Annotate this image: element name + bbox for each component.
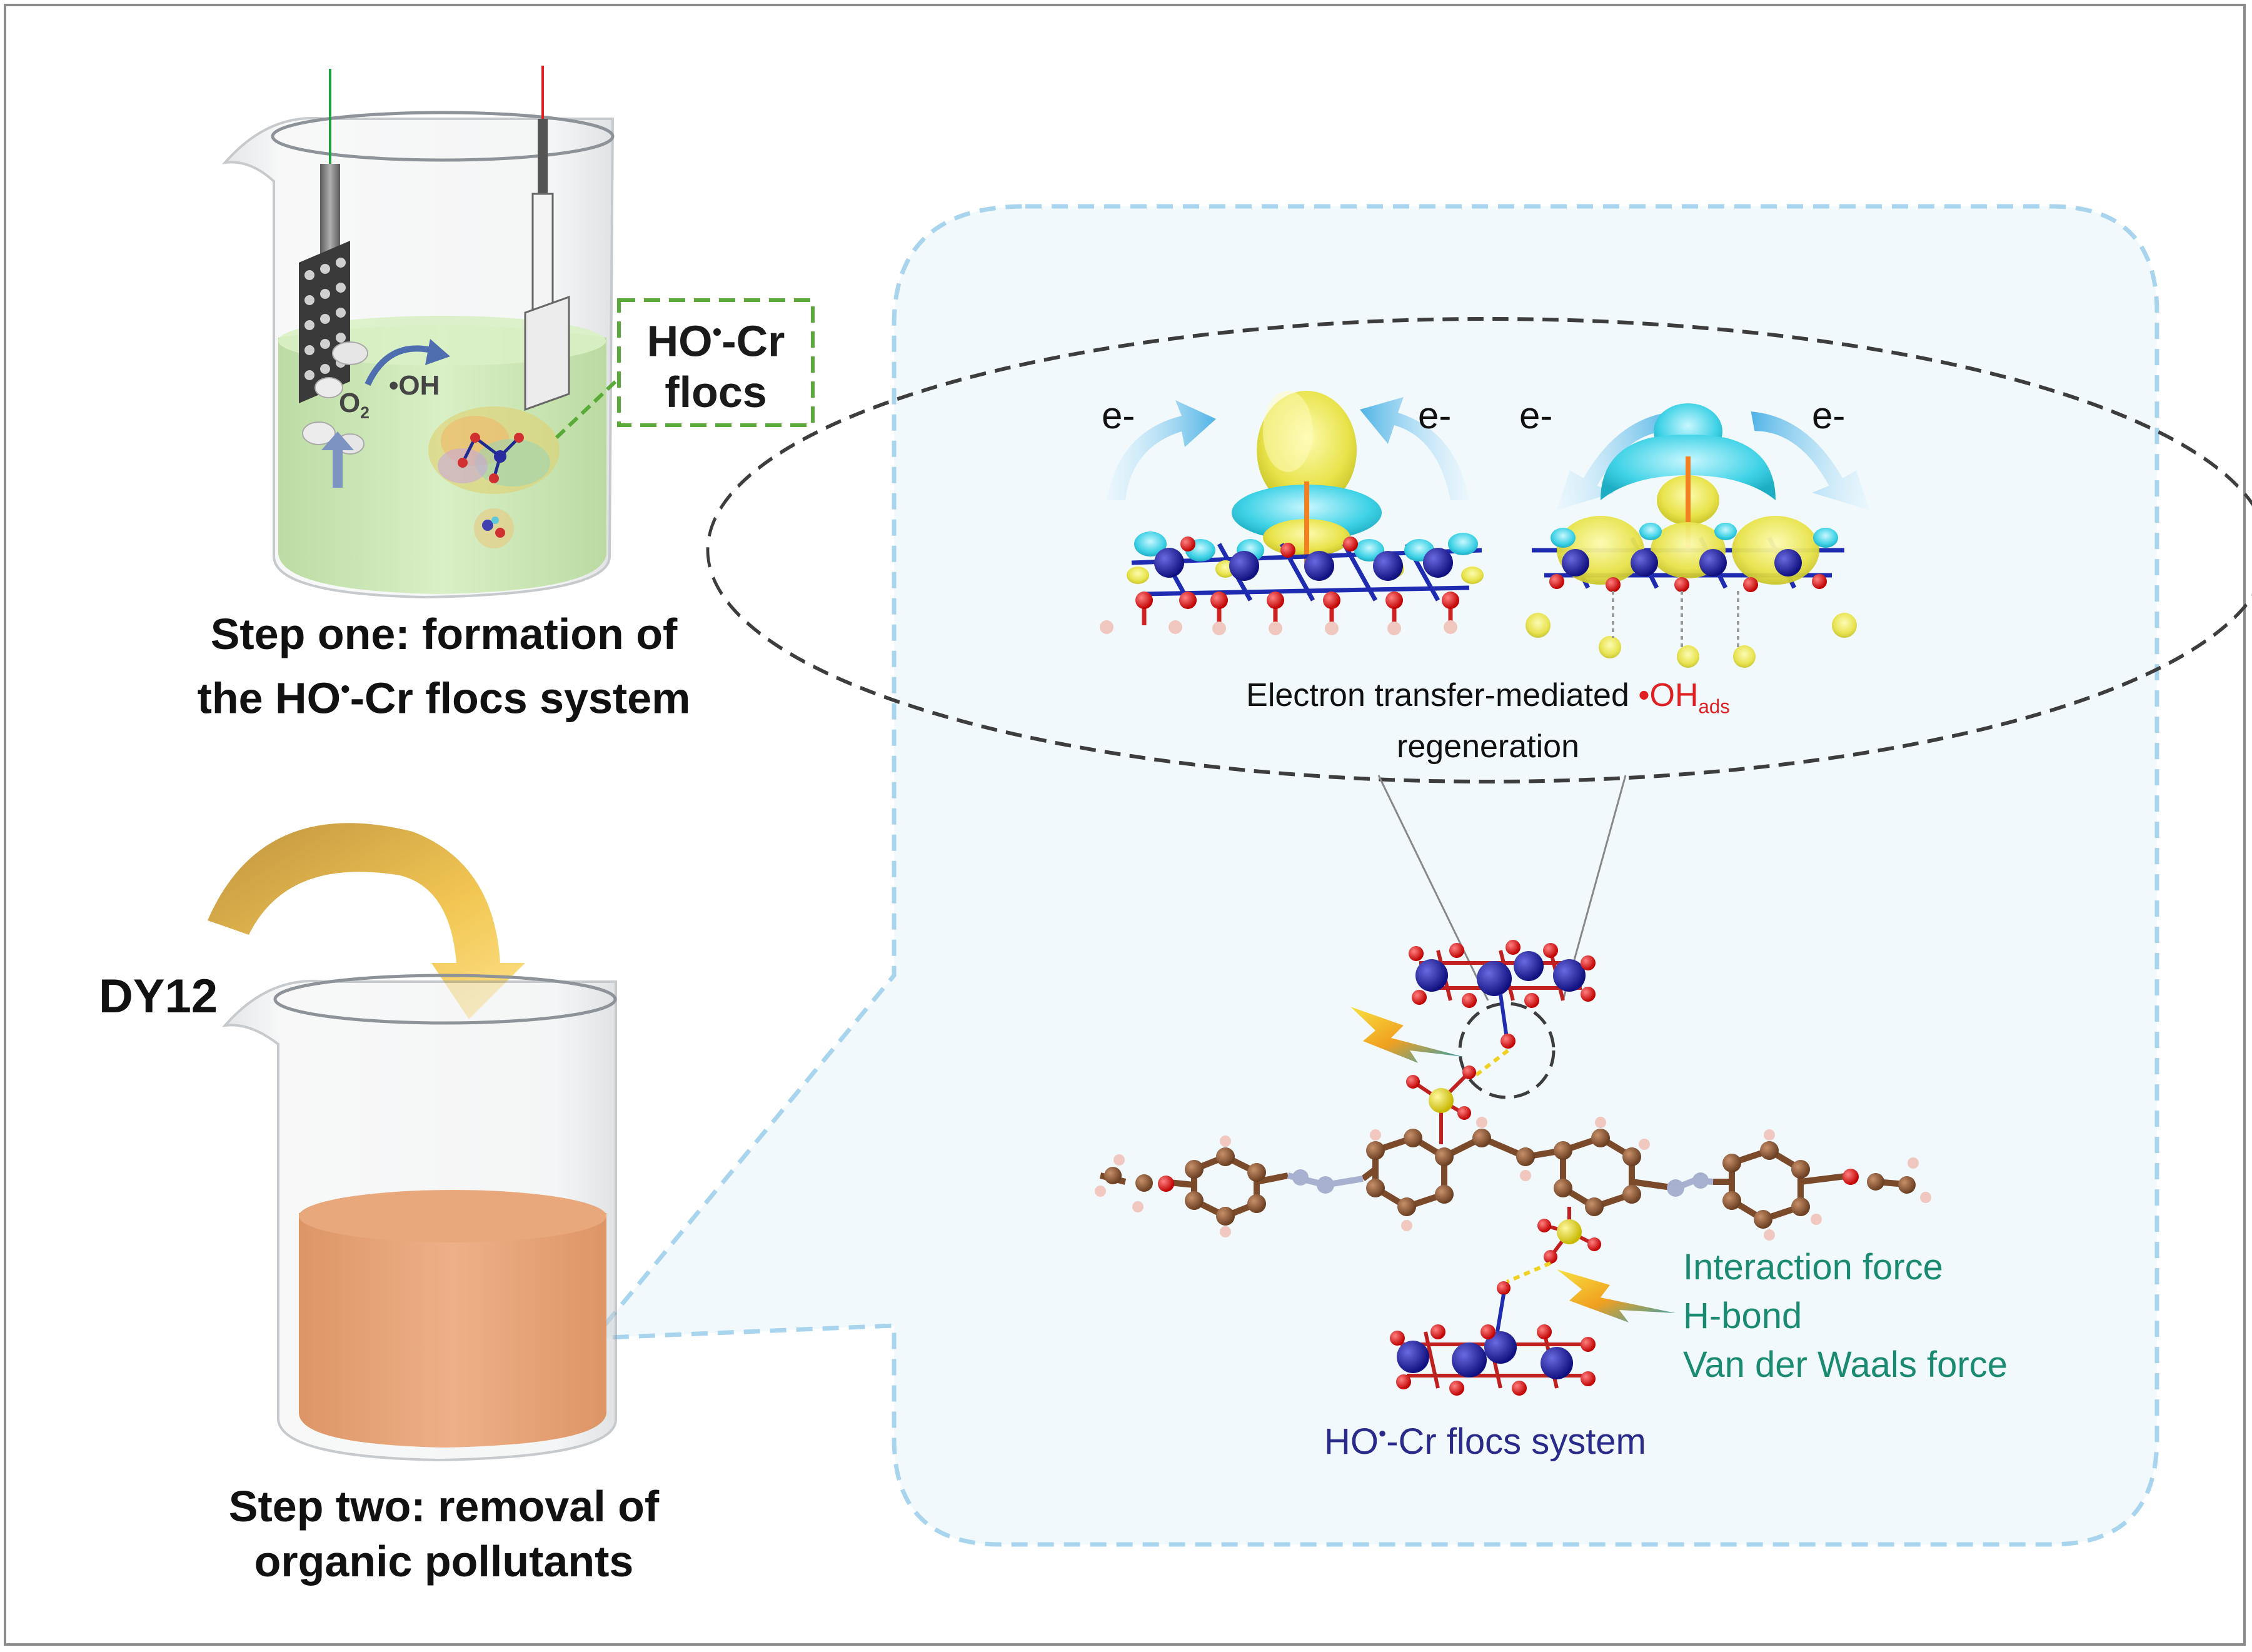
step-one-line1: Step one: formation of (210, 610, 678, 658)
beaker-two (222, 974, 617, 1462)
dy12-molecule (1095, 940, 1931, 1396)
o2-label: O2 (339, 388, 369, 422)
beaker-one (222, 66, 815, 599)
cr-cluster-bottom (1390, 1324, 1596, 1396)
bolt-top (1350, 1007, 1463, 1063)
plate-electrode (524, 295, 570, 411)
small-floc (474, 508, 514, 548)
zoom-ellipse (706, 317, 2252, 783)
ellipse-caption-line2: regeneration (1397, 728, 1579, 765)
interaction-list: Interaction force H-bond Van der Waals f… (1683, 1243, 2008, 1389)
ellipse-caption: Electron transfer-mediated •OHads regene… (1188, 675, 1788, 767)
electron-label-2: e- (1418, 395, 1452, 436)
electron-label-4: e- (1812, 395, 1846, 436)
step-one-line2: the HO•-Cr flocs system (197, 673, 691, 723)
dft-structure-right (1526, 403, 1857, 668)
flocs-blob (428, 406, 560, 494)
interaction-item-hbond: H-bond (1683, 1296, 1802, 1336)
flocs-box-label: HO•-Cr flocs (619, 306, 813, 418)
figure-frame (4, 4, 2246, 1646)
step-two-line1: Step two: removal of (228, 1482, 660, 1531)
flocs-box-line2: flocs (665, 368, 767, 417)
cr-cluster-top (1409, 940, 1596, 1049)
step-two-caption: Step two: removal of organic pollutants (125, 1479, 763, 1589)
ellipse-caption-line1: Electron transfer-mediated •OHads (1246, 677, 1730, 718)
system-label: HO•-Cr flocs system (1324, 1421, 1646, 1462)
interaction-item-vdw: Van der Waals force (1683, 1344, 2008, 1385)
zoom-circle (1458, 1002, 1556, 1099)
electron-label-1: e- (1102, 395, 1135, 436)
step-two-line2: organic pollutants (254, 1537, 634, 1586)
flocs-box-frame (617, 298, 815, 427)
interaction-item-force: Interaction force (1683, 1247, 1943, 1287)
bolt-bottom (1557, 1269, 1676, 1322)
dy12-label: DY12 (99, 970, 218, 1023)
flocs-box-line1: HO•-Cr (646, 316, 785, 366)
mesh-electrode (299, 241, 350, 403)
step-one-caption: Step one: formation of the HO•-Cr flocs … (125, 607, 763, 725)
electron-label-3: e- (1519, 395, 1553, 436)
orange-solution (299, 1201, 606, 1448)
dft-structure-left (1100, 391, 1484, 635)
oh-label: •OH (389, 370, 440, 401)
pour-arrow (208, 823, 525, 1019)
